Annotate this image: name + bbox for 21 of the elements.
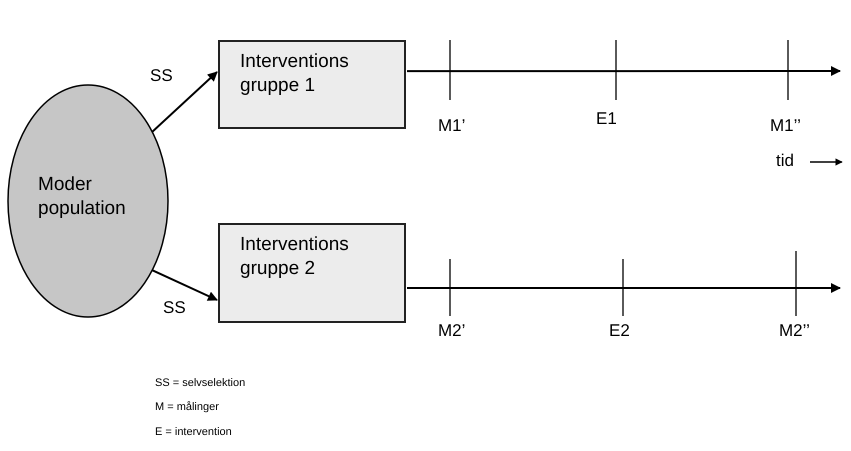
timeline-arrow	[407, 66, 841, 76]
edge-label: SS	[150, 66, 173, 86]
node-text: Moder population	[38, 173, 127, 221]
edge-label: SS	[163, 298, 186, 318]
group-box	[218, 223, 406, 323]
legend-note: M = målinger	[155, 401, 219, 415]
arrow	[152, 71, 218, 133]
legend-note: E = intervention	[155, 426, 232, 440]
tick-label: M2’	[438, 320, 466, 342]
group-box	[218, 40, 406, 129]
tick-label: M1’’	[770, 115, 801, 136]
tick-label: M2’’	[779, 320, 810, 342]
node-text: Interventions gruppe 2	[240, 233, 350, 281]
arrow	[152, 269, 218, 301]
timeline-arrow	[407, 283, 841, 293]
node-text: Interventions gruppe 1	[240, 50, 350, 98]
tick-label: E2	[609, 320, 630, 342]
legend-note: SS = selvselektion	[155, 377, 246, 391]
tick-label: E1	[596, 108, 617, 130]
axis-label: tid	[776, 150, 794, 172]
tick-label: M1’	[438, 115, 466, 136]
